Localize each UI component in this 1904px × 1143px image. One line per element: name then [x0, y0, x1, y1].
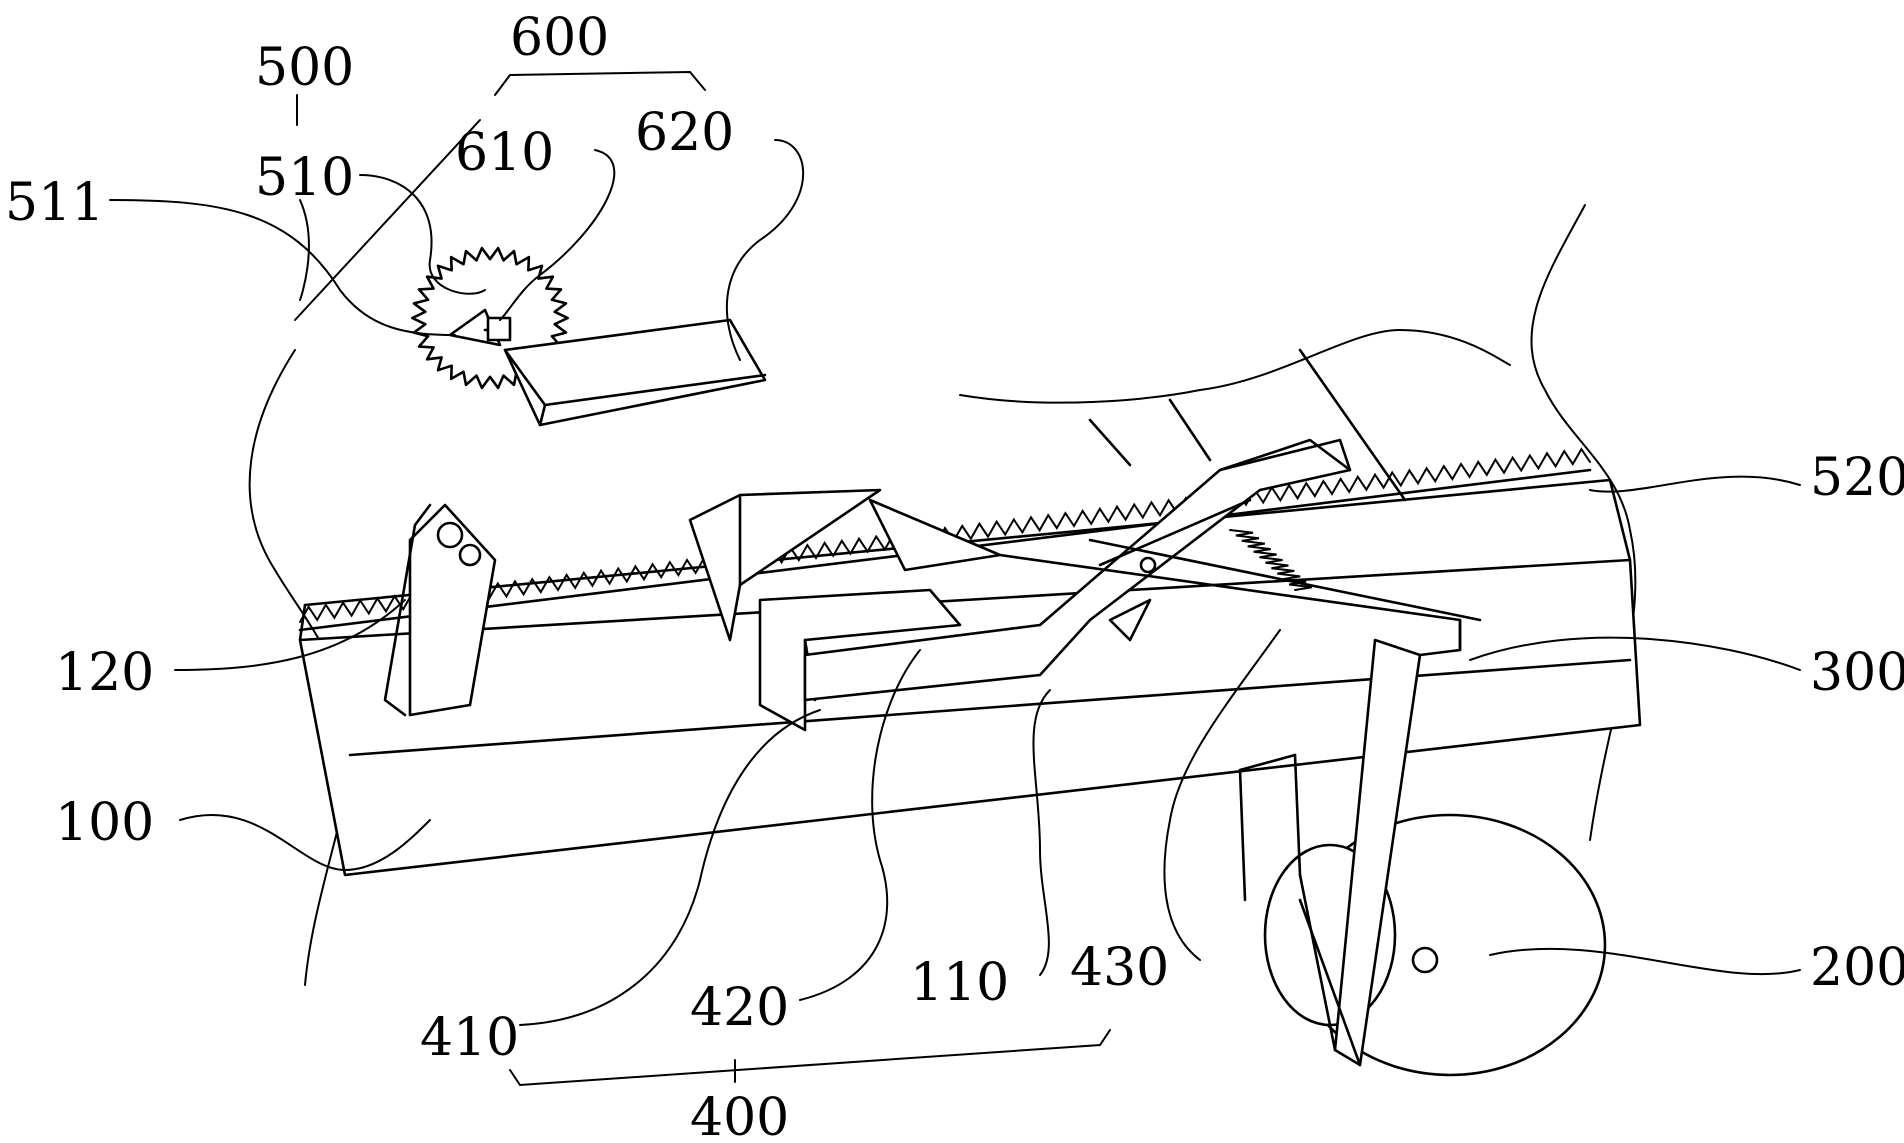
label-100: 100 — [55, 793, 154, 853]
label-110: 110 — [910, 953, 1009, 1013]
label-420: 420 — [690, 978, 789, 1038]
detail-gear-assembly — [412, 248, 765, 425]
label-300: 300 — [1810, 643, 1904, 703]
label-430: 430 — [1070, 938, 1169, 998]
label-120: 120 — [55, 643, 154, 703]
label-511: 511 — [5, 173, 104, 233]
label-620: 620 — [635, 103, 734, 163]
label-400: 400 — [690, 1088, 789, 1143]
label-510: 510 — [255, 148, 354, 208]
label-200: 200 — [1810, 938, 1904, 998]
label-610: 610 — [455, 123, 554, 183]
label-500: 500 — [255, 38, 354, 98]
label-410: 410 — [420, 1008, 519, 1068]
label-520: 520 — [1810, 448, 1904, 508]
label-600: 600 — [510, 8, 609, 68]
